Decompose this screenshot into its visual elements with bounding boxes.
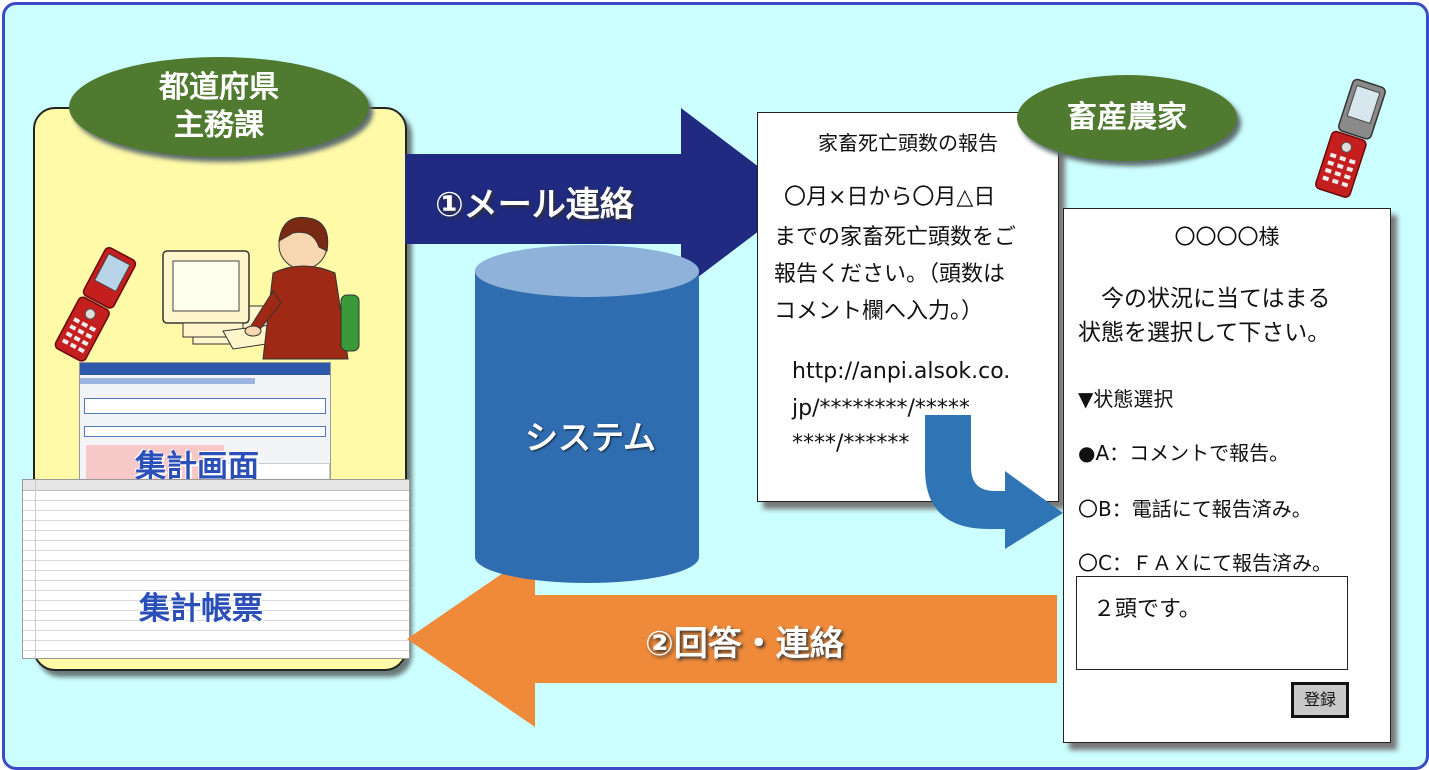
mail-arrow-label: ①メール連絡 [435, 185, 634, 225]
curved-arrow [925, 415, 1063, 549]
email-url-line1[interactable]: http://anpi.alsok.co. [792, 359, 1011, 384]
email-document: 家畜死亡頭数の報告 〇月×日から〇月△日 までの家畜死亡頭数をご 報告ください。… [757, 112, 1059, 502]
response-prompt-line1: 今の状況に当てはまる [1078, 286, 1331, 312]
reply-arrow-label: ②回答・連絡 [645, 624, 844, 664]
prefecture-oval: 都道府県 主務課 [69, 57, 369, 157]
farmer-oval: 畜産農家 [1017, 75, 1237, 161]
prefecture-oval-line2: 主務課 [174, 108, 264, 143]
flip-phone-icon [1315, 78, 1386, 198]
comment-text: ２頭です。 [1093, 597, 1201, 622]
email-url-line3[interactable]: ****/****** [792, 431, 910, 456]
email-title: 家畜死亡頭数の報告 [818, 131, 998, 155]
response-prompt-line2: 状態を選択して下さい。 [1078, 320, 1331, 346]
register-button[interactable]: 登録 [1291, 682, 1349, 718]
email-line2: までの家畜死亡頭数をご [774, 225, 1017, 250]
aggregation-report-thumbnail [22, 479, 410, 659]
register-button-label: 登録 [1294, 685, 1346, 715]
email-line1: 〇月×日から〇月△日 [784, 185, 996, 210]
flip-phone-icon [54, 247, 137, 362]
database-cylinder-icon [475, 245, 699, 583]
system-label: システム [525, 418, 657, 457]
comment-textarea[interactable]: ２頭です。 [1076, 576, 1348, 670]
option-b[interactable]: 〇B：電話にて報告済み。 [1078, 497, 1312, 521]
prefecture-oval-line1: 都道府県 [159, 70, 279, 105]
email-line3: 報告ください。（頭数は [774, 262, 1006, 287]
response-form-document: 〇〇〇〇様 今の状況に当てはまる 状態を選択して下さい。 ▼状態選択 ●A：コメ… [1063, 208, 1391, 743]
status-select-heading: ▼状態選択 [1078, 387, 1174, 411]
option-c[interactable]: 〇C：ＦＡＸにて報告済み。 [1078, 551, 1332, 575]
response-greeting: 〇〇〇〇様 [1174, 225, 1280, 249]
mail-arrow [405, 108, 801, 290]
reply-arrow [407, 551, 1057, 727]
email-line4: コメント欄へ入力。） [774, 299, 984, 324]
option-a[interactable]: ●A：コメントで報告。 [1078, 441, 1290, 465]
aggregation-report-label: 集計帳票 [139, 591, 263, 627]
office-worker-computer-icon [162, 216, 360, 360]
